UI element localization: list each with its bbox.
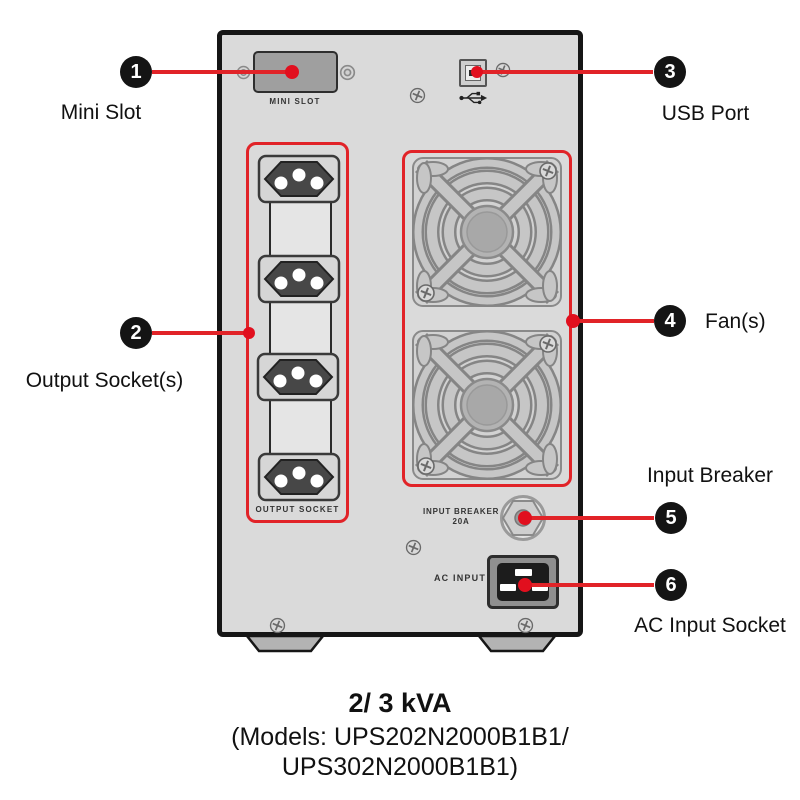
callout-label-input-breaker: Input Breaker xyxy=(646,464,774,487)
caption-rating: 2/ 3 kVA xyxy=(348,688,452,718)
output-socket-label: OUTPUT SOCKET xyxy=(255,505,340,514)
screw-icon xyxy=(405,539,422,556)
callout-badge-4: 4 xyxy=(654,305,686,337)
caption-models-line2: UPS302N2000B1B1) xyxy=(281,753,519,781)
callout-badge-6: 6 xyxy=(655,569,687,601)
output-socket-highlight-box xyxy=(246,142,349,523)
screw-icon xyxy=(409,87,426,104)
fan-highlight-box xyxy=(402,150,572,487)
callout-badge-1: 1 xyxy=(120,56,152,88)
ac-input-label: AC INPUT xyxy=(433,573,487,583)
screw-icon xyxy=(269,617,286,634)
screw-icon xyxy=(517,617,534,634)
cabinet-foot-left xyxy=(245,634,325,654)
input-breaker-label: INPUT BREAKER 20A xyxy=(423,507,499,526)
caption-models-line1: (Models: UPS202N2000B1B1/ xyxy=(231,723,569,751)
callout-dot-4 xyxy=(566,314,580,328)
mini-slot-label: MINI SLOT xyxy=(269,97,321,106)
callout-line-3 xyxy=(476,70,653,74)
callout-label-usb-port: USB Port xyxy=(661,102,750,125)
callout-badge-3: 3 xyxy=(654,56,686,88)
callout-label-output-sockets: Output Socket(s) xyxy=(25,369,184,392)
cabinet-foot-right xyxy=(477,634,557,654)
callout-line-5 xyxy=(524,516,654,520)
callout-label-ac-input: AC Input Socket xyxy=(634,614,786,637)
screw-icon xyxy=(339,64,356,81)
callout-line-1 xyxy=(152,70,293,74)
input-breaker-label-line2: 20A xyxy=(452,517,470,526)
usb-icon xyxy=(458,90,488,106)
callout-label-mini-slot: Mini Slot xyxy=(60,101,142,124)
callout-dot-2 xyxy=(243,327,255,339)
callout-badge-5: 5 xyxy=(655,502,687,534)
callout-badge-2: 2 xyxy=(120,317,152,349)
callout-dot-3 xyxy=(471,66,483,78)
callout-dot-1 xyxy=(285,65,299,79)
input-breaker-label-line1: INPUT BREAKER xyxy=(423,507,500,516)
callout-dot-6 xyxy=(518,578,532,592)
callout-label-fans: Fan(s) xyxy=(705,310,766,333)
callout-line-6 xyxy=(524,583,654,587)
callout-line-2 xyxy=(152,331,251,335)
callout-dot-5 xyxy=(518,511,532,525)
callout-line-4 xyxy=(572,319,654,323)
